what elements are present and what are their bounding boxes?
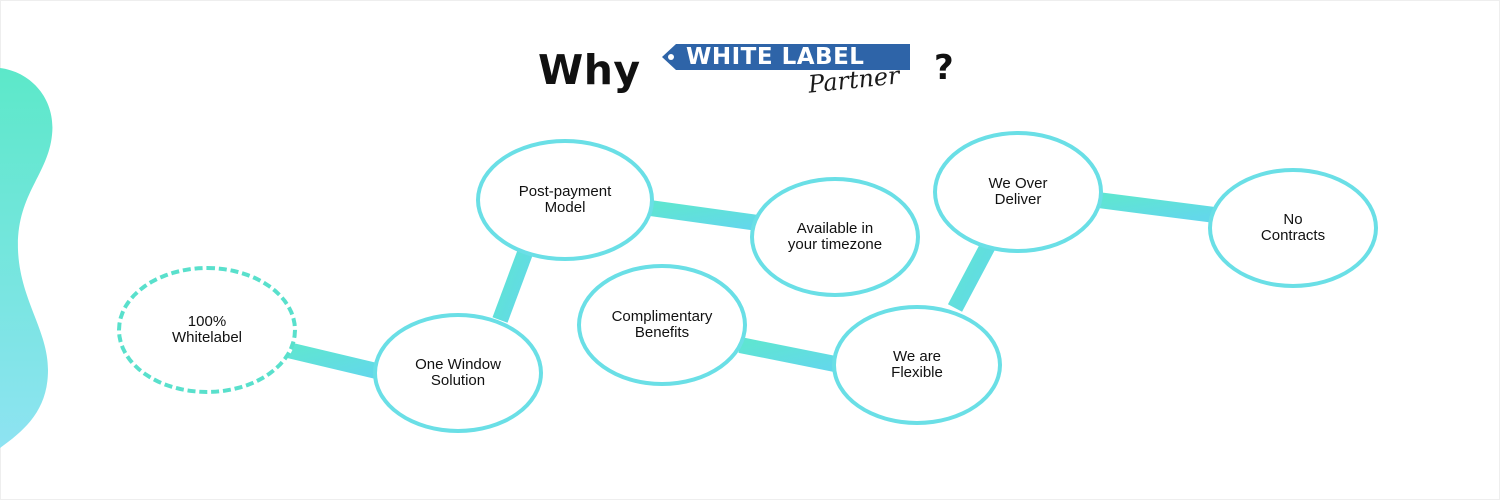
node-label-line1: One Window bbox=[415, 356, 501, 373]
node-no-contracts: No Contracts bbox=[1208, 168, 1378, 288]
heading-why: Why bbox=[538, 46, 641, 94]
node-label-line2: Deliver bbox=[994, 191, 1042, 208]
brand-tag: WHITE LABEL Partner bbox=[658, 40, 920, 102]
page-heading: Why WHITE LABEL Partner ? bbox=[538, 36, 978, 106]
tag-shape bbox=[662, 44, 910, 70]
node-one-window-solution: One Window Solution bbox=[373, 313, 543, 433]
node-label-line1: We are bbox=[892, 348, 942, 365]
node-post-payment-model: Post-payment Model bbox=[476, 139, 654, 261]
node-label-line1: 100% bbox=[187, 313, 227, 330]
heading-question-mark: ? bbox=[934, 48, 954, 88]
node-label-line1: Complimentary bbox=[611, 308, 713, 325]
node-label-line2: Model bbox=[544, 199, 586, 216]
node-label-line1: No bbox=[1283, 211, 1303, 228]
node-available-in-your-timezone: Available in your timezone bbox=[750, 177, 920, 297]
node-label-line2: Contracts bbox=[1260, 227, 1326, 244]
connector-whitelabel-onewindow bbox=[286, 342, 387, 381]
node-label-line1: We Over bbox=[988, 175, 1048, 192]
node-we-are-flexible: We are Flexible bbox=[832, 305, 1002, 425]
node-we-over-deliver: We Over Deliver bbox=[933, 131, 1103, 253]
connector-onewindow-postpayment bbox=[492, 250, 533, 323]
decorative-blob bbox=[0, 68, 53, 448]
brand-name: WHITE LABEL bbox=[686, 44, 865, 70]
node-label-line1: Post-payment bbox=[518, 183, 612, 200]
node-complimentary-benefits: Complimentary Benefits bbox=[577, 264, 747, 386]
connector-complimentary-flexible bbox=[738, 337, 842, 373]
node-label-line1: Available in bbox=[796, 220, 874, 237]
connector-flexible-overdeliver bbox=[947, 238, 998, 312]
node-label-line2: Benefits bbox=[634, 324, 690, 341]
node-label-line2: Solution bbox=[430, 372, 486, 389]
node-100-whitelabel: 100% Whitelabel bbox=[117, 266, 297, 394]
connector-postpayment-available bbox=[648, 200, 767, 232]
node-label-line2: Flexible bbox=[891, 364, 943, 381]
node-label-line2: your timezone bbox=[787, 236, 883, 253]
connector-overdeliver-nocontracts bbox=[1096, 192, 1217, 223]
tag-hole-icon bbox=[668, 54, 674, 60]
node-label-line2: Whitelabel bbox=[171, 329, 243, 346]
